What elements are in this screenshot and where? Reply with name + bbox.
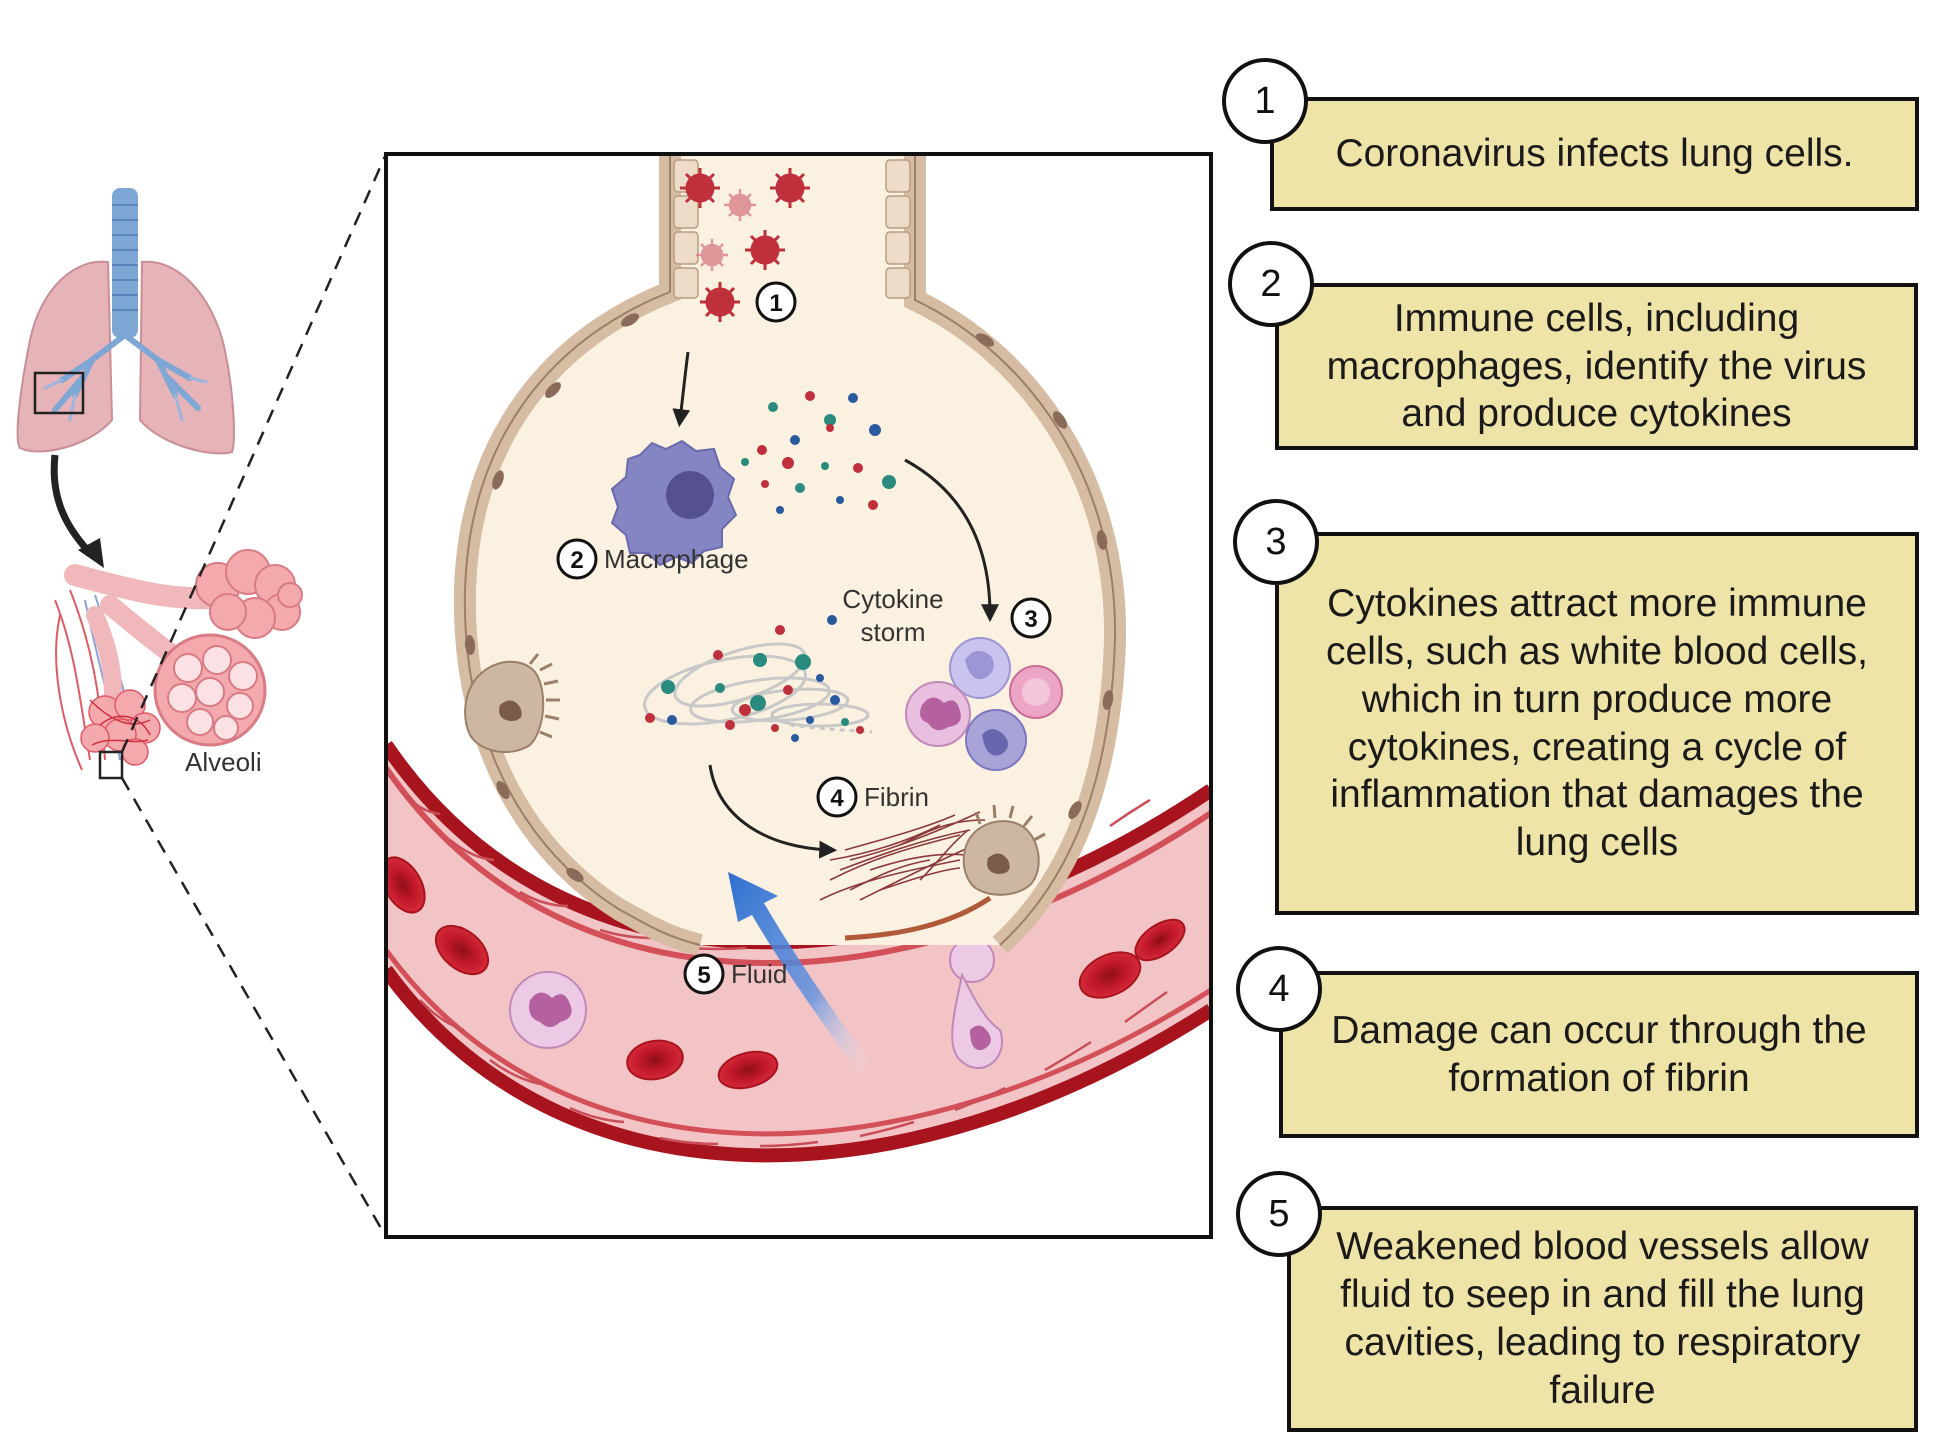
- alveolus-zoom-panel: 1 2 Macrophage Cytokine storm 3 4 Fibrin…: [384, 152, 1213, 1239]
- svg-text:2: 2: [570, 547, 583, 574]
- step-3-text: Cytokines attract more immune cells, suc…: [1326, 581, 1868, 865]
- fluid-arrow: [728, 872, 872, 1075]
- step-3-number: 3: [1233, 499, 1319, 585]
- white-blood-cell-vessel: [509, 971, 587, 1049]
- step-4-number: 4: [1236, 946, 1322, 1032]
- marker-1: 1: [755, 281, 797, 323]
- alveolus-sac: [453, 154, 1127, 956]
- cytokine-storm-label-line2: storm: [861, 617, 926, 647]
- step-3-box: Cytokines attract more immune cells, suc…: [1275, 532, 1919, 915]
- red-blood-cells: [386, 856, 1186, 1090]
- cytokine-storm-swirl: [643, 615, 873, 742]
- alveoli-cluster-illustration: Alveoli: [54, 549, 303, 780]
- pneumocyte-cell: [464, 653, 560, 753]
- macrophage-cell: [610, 439, 738, 567]
- step-5-number: 5: [1236, 1171, 1322, 1257]
- migrating-immune-cell: [949, 937, 1003, 1070]
- marker-5: 5: [683, 953, 725, 995]
- marker-3: 3: [1010, 597, 1052, 639]
- immune-cells-cluster: [905, 637, 1063, 771]
- svg-text:5: 5: [697, 962, 710, 989]
- step-2-box: Immune cells, including macrophages, ide…: [1275, 283, 1918, 450]
- step-5-text: Weakened blood vessels allow fluid to se…: [1336, 1225, 1869, 1412]
- step-4-text: Damage can occur through the formation o…: [1331, 1008, 1867, 1100]
- step-2-text: Immune cells, including macrophages, ide…: [1326, 296, 1867, 436]
- step-1-box: Coronavirus infects lung cells.: [1270, 97, 1919, 211]
- step-5-box: Weakened blood vessels allow fluid to se…: [1287, 1206, 1918, 1432]
- fluid-label: Fluid: [731, 959, 787, 989]
- step-1-number: 1: [1222, 58, 1308, 144]
- alveoli-label: Alveoli: [185, 747, 262, 777]
- step-4-box: Damage can occur through the formation o…: [1279, 971, 1919, 1138]
- svg-text:4: 4: [830, 785, 844, 812]
- cytokine-dots: [741, 391, 896, 514]
- cytokine-storm-label-line1: Cytokine: [842, 584, 943, 614]
- step-2-number: 2: [1228, 241, 1314, 327]
- svg-text:3: 3: [1024, 606, 1037, 633]
- macrophage-label: Macrophage: [604, 544, 749, 574]
- virus-particles: [680, 168, 810, 322]
- fibrin-strands: [819, 811, 986, 901]
- svg-text:1: 1: [769, 290, 782, 317]
- fibrin-label: Fibrin: [864, 782, 929, 812]
- marker-2: 2: [556, 538, 598, 580]
- lungs-illustration: [16, 188, 235, 568]
- marker-4: 4: [816, 776, 858, 818]
- damaged-cell: [844, 804, 1046, 941]
- zoom-lines: [120, 153, 388, 1238]
- step-1-text: Coronavirus infects lung cells.: [1335, 132, 1854, 176]
